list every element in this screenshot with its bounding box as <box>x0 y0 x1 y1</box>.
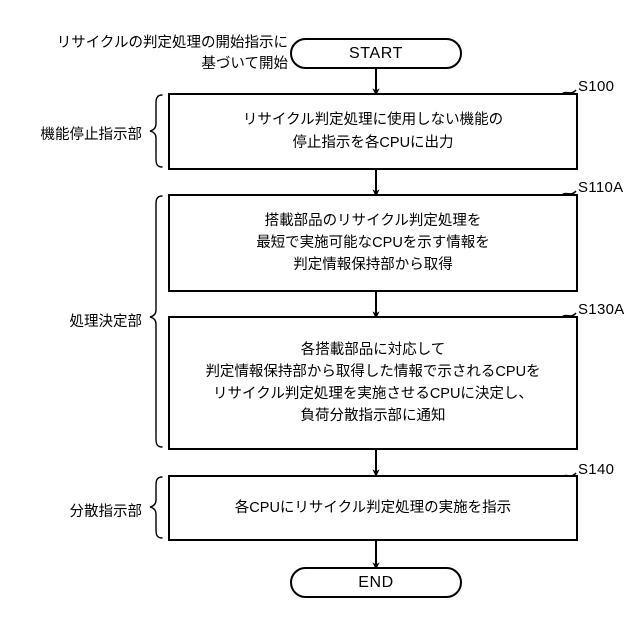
process-box-s110a[interactable]: 搭載部品のリサイクル判定処理を 最短で実施可能なCPUを示す情報を 判定情報保持… <box>168 194 578 292</box>
step-ref-s110a: S110A <box>578 179 624 196</box>
process-box-s140[interactable]: 各CPUにリサイクル判定処理の実施を指示 <box>168 475 578 541</box>
step-ref-s140: S140 <box>578 461 615 478</box>
process-box-s130a-text: 各搭載部品に対応して 判定情報保持部から取得した情報で示されるCPUを リサイク… <box>205 341 541 425</box>
process-box-s100-text: リサイクル判定処理に使用しない機能の 停止指示を各CPUに出力 <box>242 112 504 151</box>
step-ref-s100: S100 <box>578 78 615 95</box>
terminal-end[interactable]: END <box>290 567 462 598</box>
brace-function-stop <box>149 94 163 168</box>
group-label-function-stop: 機能停止指示部 <box>40 127 143 143</box>
brace-process-decide <box>149 195 163 448</box>
group-label-process-decide: 処理決定部 <box>69 314 143 330</box>
start-caption: リサイクルの判定処理の開始指示に 基づいて開始 <box>56 35 288 73</box>
process-box-s110a-text: 搭載部品のリサイクル判定処理を 最短で実施可能なCPUを示す情報を 判定情報保持… <box>256 212 490 274</box>
process-box-s140-text: 各CPUにリサイクル判定処理の実施を指示 <box>234 499 512 516</box>
process-box-s130a[interactable]: 各搭載部品に対応して 判定情報保持部から取得した情報で示されるCPUを リサイク… <box>168 316 578 450</box>
process-box-s100[interactable]: リサイクル判定処理に使用しない機能の 停止指示を各CPUに出力 <box>168 93 578 170</box>
step-ref-s130a: S130A <box>578 301 625 318</box>
group-label-distribute: 分散指示部 <box>69 504 143 520</box>
terminal-start[interactable]: START <box>290 38 462 69</box>
terminal-end-label: END <box>358 573 394 591</box>
brace-distribute <box>149 476 163 539</box>
terminal-start-label: START <box>349 44 403 62</box>
